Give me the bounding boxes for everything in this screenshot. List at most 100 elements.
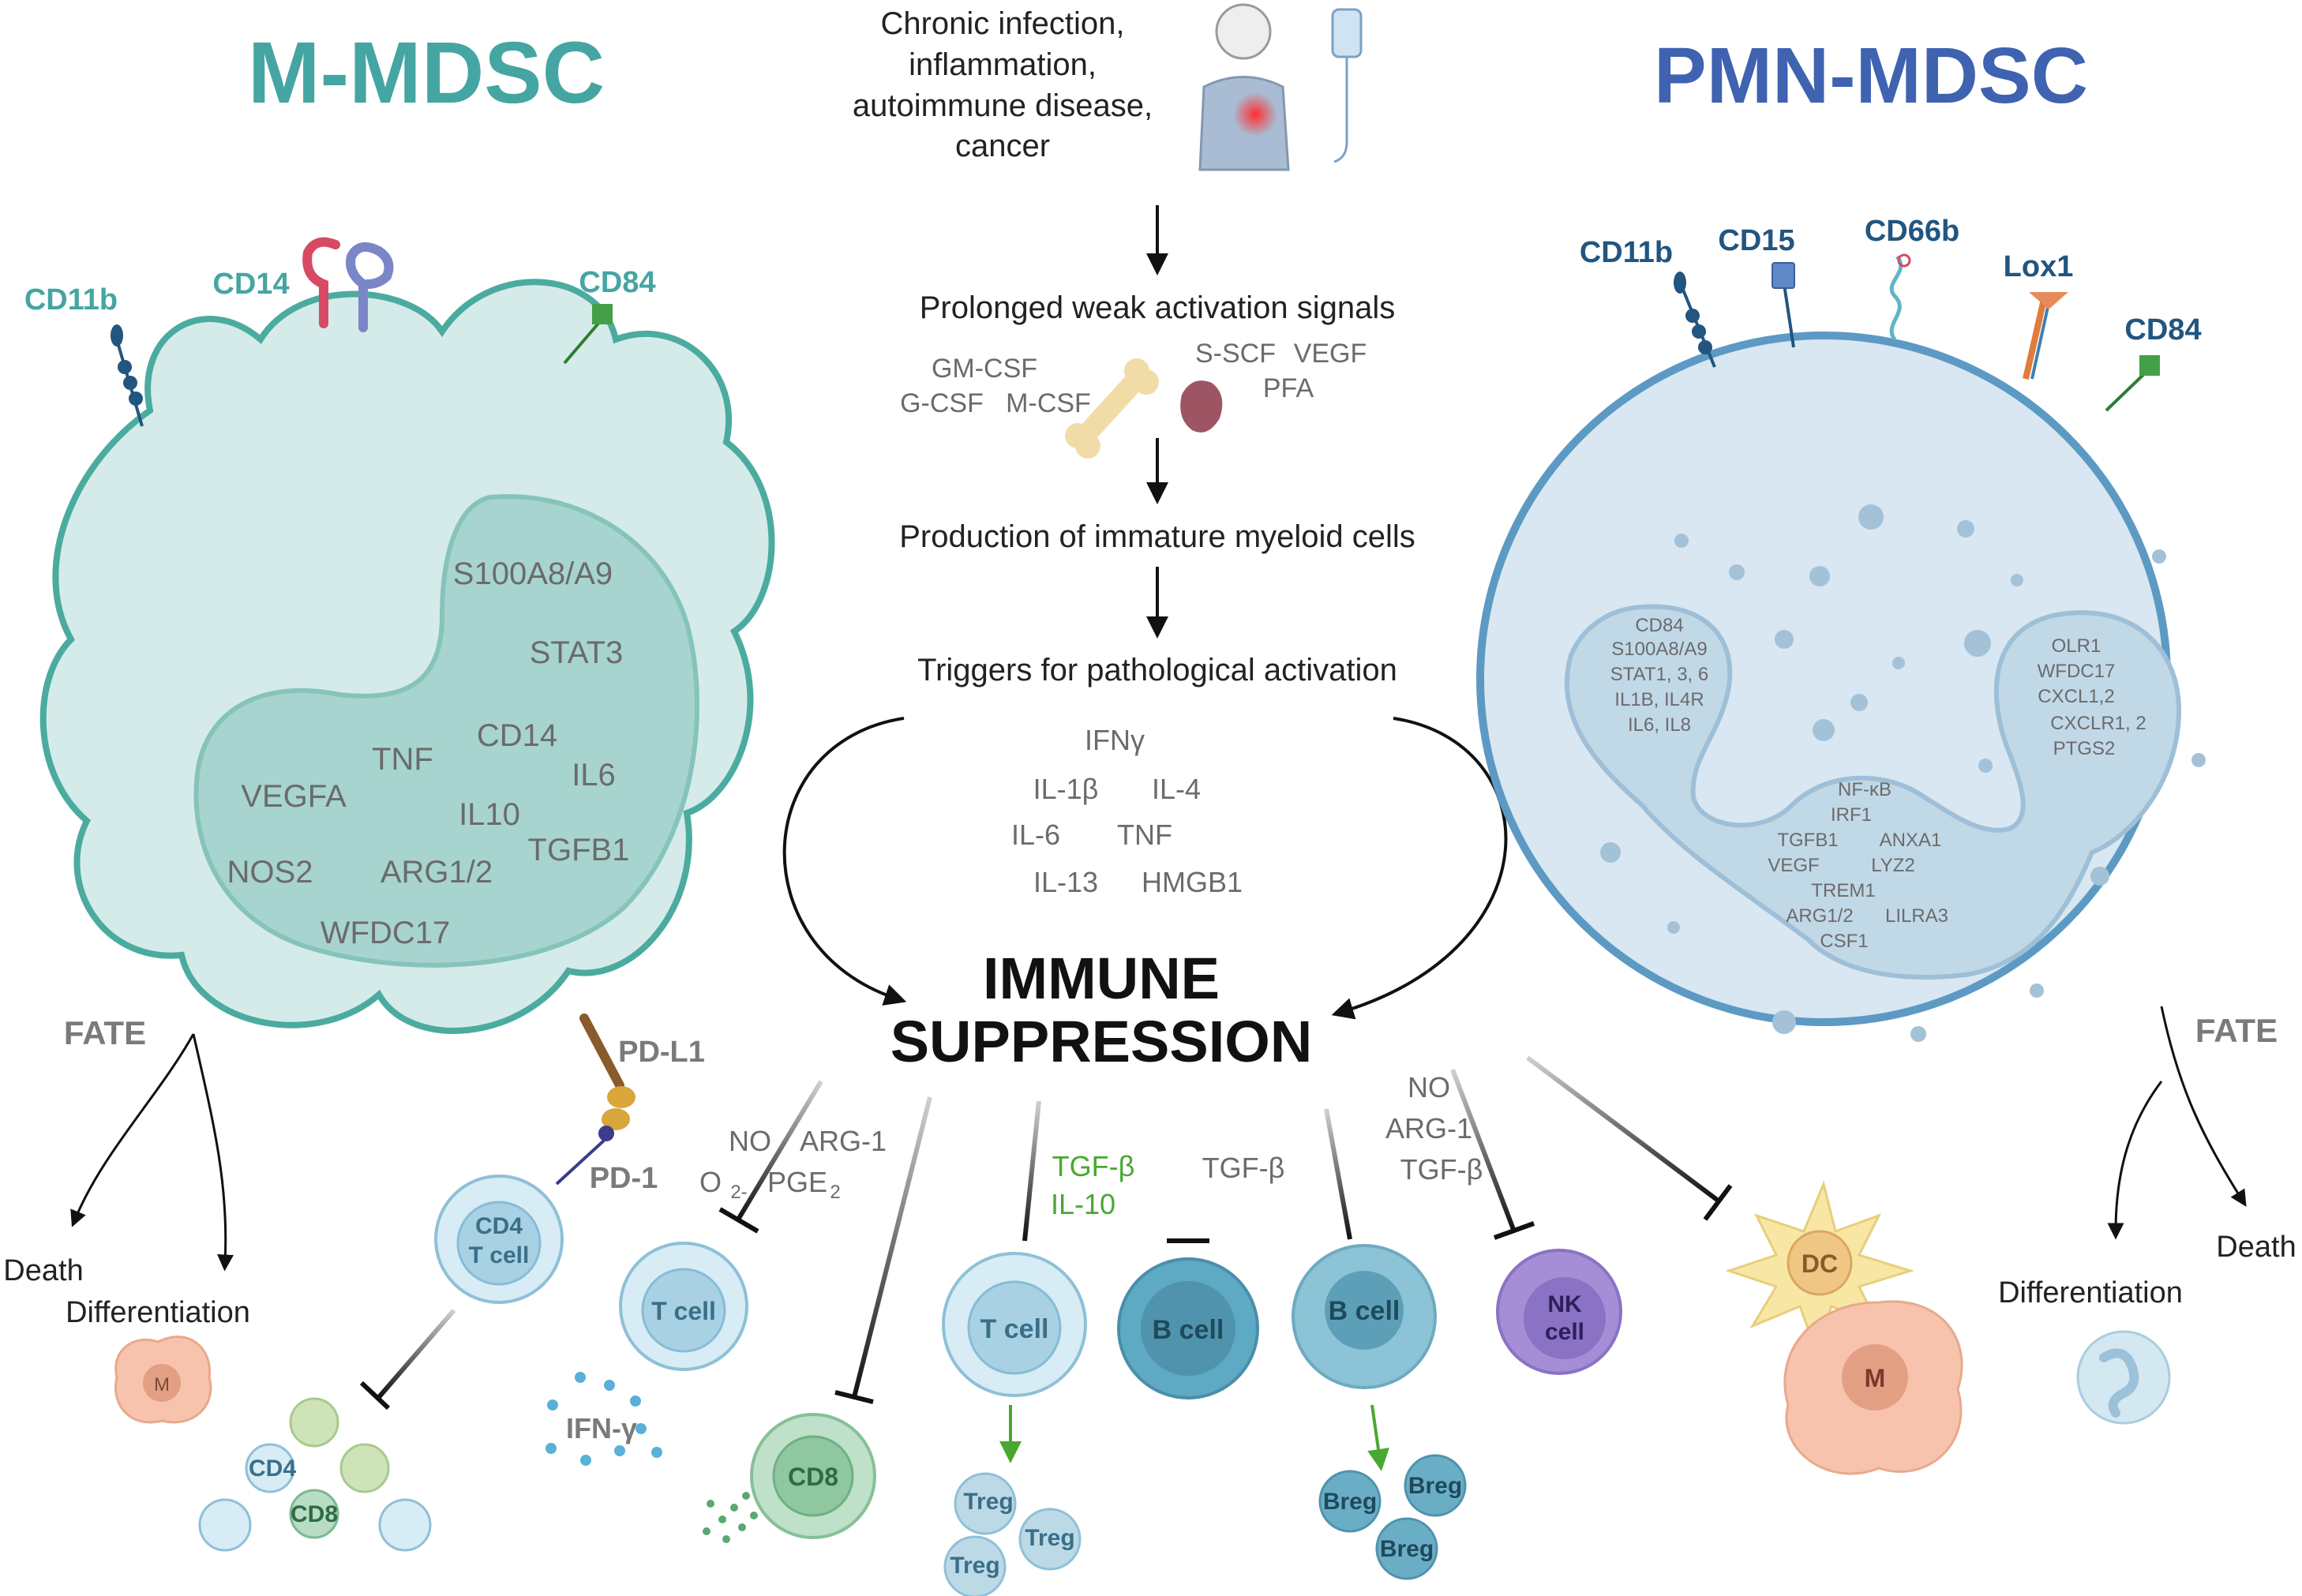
cause-line-2: inflammation, bbox=[909, 47, 1097, 82]
cytokine-il4: IL-4 bbox=[1152, 773, 1201, 805]
factor-m-csf: M-CSF bbox=[1006, 388, 1091, 418]
loop-arrow-left bbox=[782, 717, 907, 1006]
nk-mediator-tgfb: TGF-β bbox=[1400, 1153, 1483, 1186]
factor-s-scf: S-SCF bbox=[1195, 339, 1276, 369]
tcell-mediator-arg1: ARG-1 bbox=[800, 1125, 887, 1157]
m-cd14-receptor-icon bbox=[302, 237, 394, 332]
pmn-granules bbox=[1600, 504, 2206, 1042]
spleen-icon bbox=[1180, 380, 1223, 433]
pmn-gene-l1: S100A8/A9 bbox=[1611, 639, 1707, 660]
loop-arrow-right bbox=[1331, 717, 1508, 1020]
cd4-daughter-cells bbox=[198, 1397, 432, 1552]
m-fate-arrow-differentiation bbox=[192, 1033, 234, 1272]
bcell-mediator-tgfb: TGF-β bbox=[1202, 1152, 1285, 1184]
title-m-mdsc: M-MDSC bbox=[248, 24, 605, 122]
breg-source-nucleus bbox=[1325, 1271, 1404, 1350]
tcell-label: T cell bbox=[651, 1297, 716, 1325]
inhibit-bar-dc bbox=[1703, 1184, 1733, 1221]
m-cd84-receptor-icon bbox=[563, 304, 613, 365]
m-fate-macrophage bbox=[114, 1336, 212, 1424]
tcell-mediator-o-sub: 2- bbox=[730, 1182, 747, 1203]
cytokine-hmgb1: HMGB1 bbox=[1142, 866, 1243, 898]
m-marker-cd84: CD84 bbox=[579, 266, 655, 299]
center-suppression: SUPPRESSION bbox=[890, 1009, 1313, 1074]
cd8-daughter-label: CD8 bbox=[291, 1501, 338, 1527]
pd-l1-ligand-icon bbox=[579, 1013, 635, 1130]
pmn-gene-b6: TREM1 bbox=[1811, 880, 1875, 901]
pmn-gene-b4: VEGF bbox=[1768, 855, 1819, 876]
m-cd11b-receptor-icon bbox=[111, 324, 144, 427]
bcell-label: B cell bbox=[1153, 1315, 1224, 1345]
treg-cells bbox=[943, 1472, 1082, 1596]
nk-mediator-arg1: ARG-1 bbox=[1385, 1112, 1472, 1145]
inhibit-bar-cd4-daughters bbox=[359, 1381, 391, 1411]
cytokine-ifng: IFNγ bbox=[1085, 724, 1145, 756]
pmn-gene-b0: NF-κB bbox=[1838, 779, 1891, 800]
nk-label-1: NK bbox=[1547, 1291, 1582, 1317]
pd-l1-label: PD-L1 bbox=[618, 1036, 705, 1069]
m-gene-cd14: CD14 bbox=[477, 718, 557, 753]
m-marker-cd14: CD14 bbox=[212, 268, 289, 301]
treg-mediator-il10: IL-10 bbox=[1051, 1188, 1115, 1220]
pmn-cd15-receptor-icon bbox=[1771, 262, 1795, 348]
pmn-fate-death: Death bbox=[2216, 1231, 2296, 1264]
m-gene-nos2: NOS2 bbox=[227, 855, 313, 890]
pmn-marker-cd66b: CD66b bbox=[1865, 215, 1959, 248]
tcell-nucleus bbox=[641, 1268, 726, 1353]
m-gene-tnf: TNF bbox=[372, 742, 433, 777]
pmn-gene-l2: STAT1, 3, 6 bbox=[1610, 664, 1709, 685]
m-gene-wfdc17: WFDC17 bbox=[321, 916, 450, 950]
pmn-gene-b8: LILRA3 bbox=[1885, 905, 1948, 927]
pd-1-label: PD-1 bbox=[590, 1162, 658, 1195]
inhibit-bar-nk bbox=[1493, 1221, 1535, 1240]
pmn-gene-r0: OLR1 bbox=[2052, 635, 2101, 657]
cytokine-il13: IL-13 bbox=[1033, 866, 1098, 898]
m-fate-death: Death bbox=[3, 1254, 83, 1287]
cytokine-tnf: TNF bbox=[1117, 819, 1172, 851]
m-fate-arrow-death bbox=[70, 1033, 195, 1227]
pmn-marker-cd11b: CD11b bbox=[1580, 236, 1673, 269]
pmn-gene-l3: IL1B, IL4R bbox=[1614, 689, 1704, 710]
inhibit-line-nk bbox=[1450, 1068, 1517, 1233]
pmn-fate-arrow-death bbox=[2160, 1006, 2247, 1207]
tcell-mediator-pge-sub: 2 bbox=[830, 1182, 840, 1203]
inhibit-bar-tcell bbox=[718, 1207, 759, 1234]
pmn-gene-b5: LYZ2 bbox=[1871, 855, 1915, 876]
cd8-granule-dots bbox=[703, 1492, 758, 1543]
breg-source-label: B cell bbox=[1329, 1296, 1400, 1326]
breg-1: Breg bbox=[1323, 1489, 1377, 1515]
breg-3: Breg bbox=[1380, 1536, 1434, 1562]
treg-source-nucleus bbox=[967, 1280, 1062, 1375]
m-gene-vegfa: VEGFA bbox=[241, 779, 347, 814]
pmn-fate-differentiation: Differentiation bbox=[1998, 1276, 2183, 1309]
cause-line-1: Chronic infection, bbox=[880, 6, 1124, 41]
pmn-gene-b1: IRF1 bbox=[1831, 804, 1872, 826]
pmn-fate-neutrophil bbox=[2076, 1330, 2171, 1425]
inhibit-line-cd4-daughters bbox=[377, 1309, 456, 1399]
breg-cells bbox=[1318, 1454, 1467, 1580]
pmn-gene-b3: ANXA1 bbox=[1880, 830, 1942, 851]
inhibit-line-cd8 bbox=[852, 1096, 932, 1398]
factor-pfa: PFA bbox=[1263, 373, 1314, 403]
arrow-to-breg bbox=[1367, 1404, 1389, 1471]
pmn-lox1-receptor-icon bbox=[2023, 292, 2068, 380]
treg-2: Treg bbox=[1025, 1525, 1074, 1551]
pmn-marker-lox1: Lox1 bbox=[2004, 250, 2074, 283]
macrophage-label: M bbox=[1865, 1364, 1886, 1392]
treg-mediator-tgfb: TGF-β bbox=[1052, 1150, 1135, 1182]
step-production: Production of immature myeloid cells bbox=[899, 519, 1415, 554]
m-gene-arg12: ARG1/2 bbox=[381, 855, 493, 890]
title-pmn-mdsc: PMN-MDSC bbox=[1654, 32, 2088, 120]
m-gene-tgfb1: TGFB1 bbox=[528, 833, 630, 867]
inhibit-line-tcell bbox=[736, 1080, 823, 1221]
pmn-cd11b-receptor-icon bbox=[1674, 272, 1716, 368]
center-immune: IMMUNE bbox=[983, 946, 1220, 1011]
pmn-marker-cd84: CD84 bbox=[2124, 313, 2201, 347]
m-gene-il6: IL6 bbox=[572, 758, 616, 792]
cd4-tcell-nucleus bbox=[456, 1201, 542, 1286]
pmn-gene-r3: CXCLR1, 2 bbox=[2050, 713, 2146, 734]
tcell-mediator-no: NO bbox=[729, 1125, 771, 1157]
ifn-gamma-label: IFN-γ bbox=[566, 1412, 637, 1444]
cytokine-il1b: IL-1β bbox=[1033, 773, 1099, 805]
